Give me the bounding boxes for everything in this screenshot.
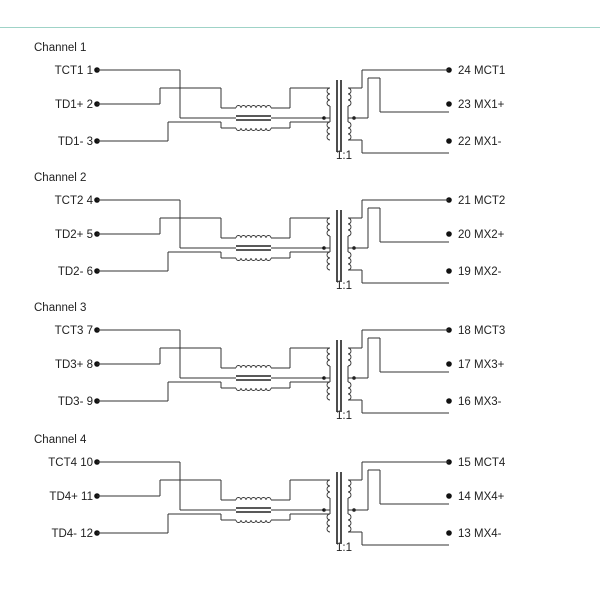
transformer-primary: [326, 381, 331, 401]
left-pin-label: TCT2 4: [55, 195, 94, 207]
transformer-secondary: [347, 87, 352, 107]
transformer-primary: [326, 347, 331, 367]
choke-winding: [235, 127, 272, 131]
right-pin-label: 19 MX2-: [458, 266, 502, 278]
left-pin-label: TD1+ 2: [55, 99, 93, 111]
pin-dot: [446, 361, 452, 367]
transformer-secondary: [347, 381, 352, 401]
choke-winding: [235, 365, 272, 369]
transformer-primary: [326, 121, 331, 141]
choke-winding: [235, 257, 272, 261]
top-divider: [0, 27, 600, 28]
pin-dot: [446, 530, 452, 536]
transformer-primary: [326, 251, 331, 271]
channel-title: Channel 2: [34, 172, 86, 184]
left-pin-label: TCT1 1: [55, 65, 93, 77]
left-pin-label: TCT3 7: [55, 325, 93, 337]
transformer-primary: [326, 217, 331, 237]
pin-dot: [446, 398, 452, 404]
right-pin-label: 14 MX4+: [458, 491, 505, 503]
right-pin-label: 24 MCT1: [458, 65, 505, 77]
turns-ratio-label: 1:1: [336, 410, 352, 422]
left-pin-label: TD1- 3: [58, 136, 93, 148]
choke-winding: [235, 519, 272, 523]
pin-dot: [446, 493, 452, 499]
transformer-primary: [326, 479, 331, 499]
left-pin-label: TCT4 10: [48, 457, 93, 469]
channel-2: Channel 2 TCT2 4 TD2+ 5 TD2- 6 21 MCT2 20 MX2…: [34, 172, 505, 292]
right-pin-label: 15 MCT4: [458, 457, 506, 469]
right-pin-label: 18 MCT3: [458, 325, 505, 337]
choke-winding: [235, 235, 272, 239]
left-pin-label: TD2+ 5: [55, 229, 93, 241]
transformer-secondary: [347, 513, 352, 533]
channel-title: Channel 4: [34, 434, 87, 446]
right-pin-label: 21 MCT2: [458, 195, 505, 207]
right-pin-label: 23 MX1+: [458, 99, 505, 111]
transformer-secondary: [347, 217, 352, 237]
pin-dot: [446, 231, 452, 237]
transformer-secondary: [347, 479, 352, 499]
transformer-secondary: [347, 121, 352, 141]
choke-winding: [235, 387, 272, 391]
turns-ratio-label: 1:1: [336, 280, 352, 292]
right-pin-label: 13 MX4-: [458, 528, 502, 540]
pin-dot: [446, 138, 452, 144]
right-pin-label: 16 MX3-: [458, 396, 502, 408]
transformer-primary: [326, 87, 331, 107]
channel-4: Channel 4 TCT4 10 TD4+ 11 TD4- 12 15 MCT4 14 …: [34, 434, 506, 554]
choke-winding: [235, 497, 272, 501]
channel-1: Channel 1 TCT1 1 TD1+ 2 TD1- 3 24 MCT1 23 MX1…: [34, 42, 505, 162]
transformer-secondary: [347, 347, 352, 367]
left-pin-label: TD4+ 11: [49, 491, 93, 503]
left-pin-label: TD4- 12: [51, 528, 93, 540]
turns-ratio-label: 1:1: [336, 542, 352, 554]
right-pin-label: 22 MX1-: [458, 136, 502, 148]
pin-dot: [446, 101, 452, 107]
left-pin-label: TD3- 9: [58, 396, 93, 408]
transformer-secondary: [347, 251, 352, 271]
turns-ratio-label: 1:1: [336, 150, 352, 162]
channel-3: Channel 3 TCT3 7 TD3+ 8 TD3- 9 18 MCT3 17 MX3…: [34, 302, 505, 422]
channel-title: Channel 1: [34, 42, 86, 54]
right-pin-label: 17 MX3+: [458, 359, 505, 371]
channel-title: Channel 3: [34, 302, 86, 314]
transformer-primary: [326, 513, 331, 533]
choke-winding: [235, 105, 272, 109]
left-pin-label: TD3+ 8: [55, 359, 93, 371]
left-pin-label: TD2- 6: [58, 266, 93, 278]
pin-dot: [446, 268, 452, 274]
right-pin-label: 20 MX2+: [458, 229, 505, 241]
